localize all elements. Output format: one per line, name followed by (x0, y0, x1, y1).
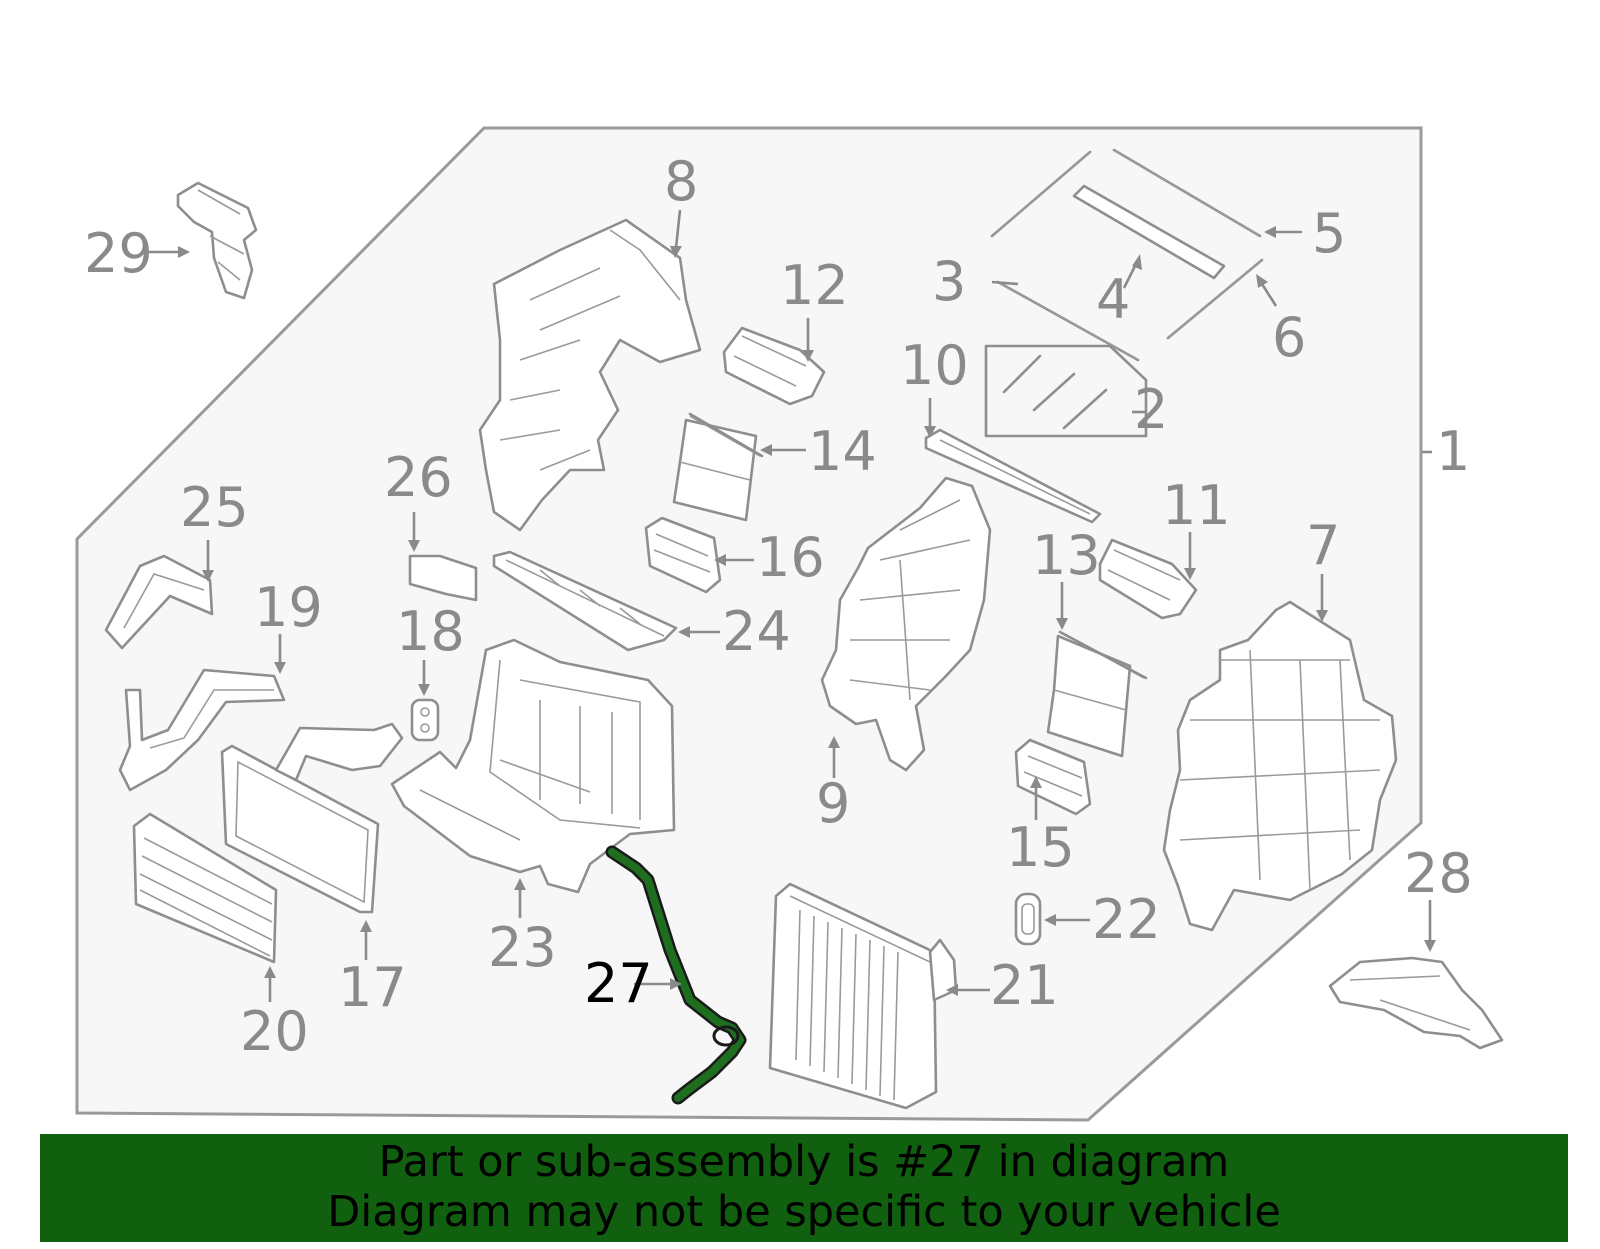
part-15-link[interactable] (1014, 738, 1092, 816)
callout-9: 9 (816, 772, 850, 835)
callout-19: 19 (254, 576, 323, 639)
part-18-grommet[interactable] (410, 698, 440, 742)
callout-6: 6 (1272, 306, 1306, 369)
part-14-door[interactable] (672, 412, 764, 522)
callout-2: 2 (1134, 378, 1168, 441)
callout-10: 10 (900, 334, 969, 397)
callout-23: 23 (488, 916, 557, 979)
callout-18: 18 (396, 600, 465, 663)
callout-25: 25 (180, 476, 249, 539)
callout-22: 22 (1092, 888, 1161, 951)
part-13-door[interactable] (1046, 630, 1148, 758)
part-19-pipes[interactable] (118, 668, 286, 792)
part-17-heater-core[interactable] (220, 722, 404, 914)
part-20-filter[interactable] (132, 812, 278, 964)
callout-29: 29 (84, 222, 153, 285)
callout-11: 11 (1162, 474, 1231, 537)
callout-13: 13 (1032, 524, 1101, 587)
callout-20: 20 (240, 1000, 309, 1063)
callout-17: 17 (338, 956, 407, 1019)
part-8-upper-case[interactable] (478, 218, 702, 532)
part-23-lower-case[interactable] (390, 638, 676, 894)
leader-lines (148, 209, 1436, 1002)
callout-21: 21 (990, 954, 1059, 1017)
callout-16: 16 (756, 526, 825, 589)
callout-labels: 1 2 3 4 5 6 7 8 9 10 11 12 13 14 15 16 1… (84, 150, 1473, 1063)
part-28-duct[interactable] (1328, 956, 1504, 1050)
callout-8: 8 (664, 150, 698, 213)
part-11-door[interactable] (1098, 538, 1198, 620)
callout-3: 3 (932, 250, 966, 313)
part-24-duct[interactable] (492, 550, 678, 652)
callout-14: 14 (808, 420, 877, 483)
part-4-pad[interactable] (1072, 184, 1226, 280)
callout-5: 5 (1312, 202, 1346, 265)
part-16-link[interactable] (644, 516, 722, 594)
callout-15: 15 (1006, 816, 1075, 879)
part-25-bracket[interactable] (104, 554, 214, 650)
callout-24: 24 (722, 600, 791, 663)
assembly-panel (75, 126, 1423, 1122)
part-29-bracket[interactable] (176, 181, 258, 300)
part-2-kit[interactable] (984, 344, 1148, 438)
callout-12: 12 (780, 254, 849, 317)
banner-line-1: Part or sub-assembly is #27 in diagram (378, 1137, 1230, 1187)
part-9-left-case[interactable] (820, 476, 992, 772)
part-12-door[interactable] (722, 326, 826, 406)
part-10-strip[interactable] (924, 428, 1102, 524)
part-26-seal[interactable] (408, 554, 478, 602)
info-banner: Part or sub-assembly is #27 in diagram D… (40, 1134, 1568, 1242)
callout-27: 27 (584, 952, 653, 1015)
part-27-hose[interactable] (605, 845, 747, 1105)
part-21-evaporator[interactable] (768, 882, 958, 1110)
callout-26: 26 (384, 446, 453, 509)
callout-1: 1 (1436, 420, 1470, 483)
part-7-right-case[interactable] (1162, 600, 1398, 932)
callout-4: 4 (1096, 268, 1130, 331)
part-22-grommet[interactable] (1014, 892, 1042, 946)
banner-line-2: Diagram may not be specific to your vehi… (327, 1187, 1281, 1237)
callout-28: 28 (1404, 842, 1473, 905)
callout-7: 7 (1306, 514, 1340, 577)
